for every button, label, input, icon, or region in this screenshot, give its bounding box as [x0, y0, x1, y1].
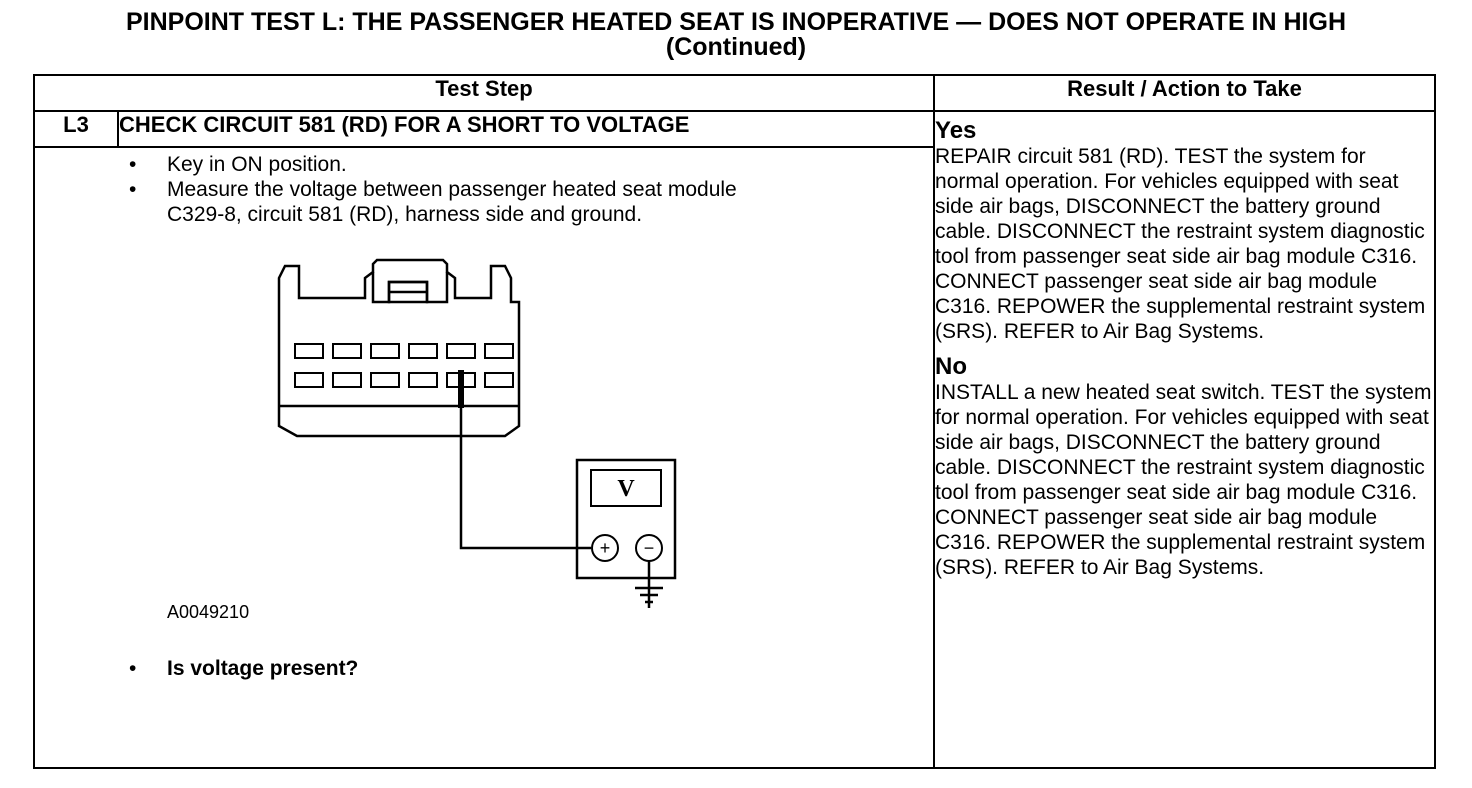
voltmeter-label: V [617, 476, 635, 502]
yes-label: Yes [935, 117, 977, 144]
header-result-action: Result / Action to Take [933, 74, 1437, 112]
question-text: Is voltage present? [167, 657, 359, 680]
no-text: INSTALL a new heated seat switch. TEST t… [935, 381, 1432, 579]
pinpoint-test-table: Test Step Result / Action to Take L3 CHE… [32, 74, 1437, 769]
bullet-text: C329-8, circuit 581 (RD), harness side a… [167, 203, 643, 226]
voltmeter [575, 458, 677, 580]
page-title: PINPOINT TEST L: THE PASSENGER HEATED SE… [0, 10, 1472, 60]
bullet-dot: • [129, 657, 137, 680]
voltmeter-display [590, 469, 662, 507]
result-cell: Yes REPAIR circuit 581 (RD). TEST the sy… [933, 110, 1437, 769]
bullet-text: Measure the voltage between passenger he… [167, 178, 737, 201]
title-line-2: (Continued) [665, 33, 807, 61]
bullet-dot: • [129, 178, 137, 201]
connector-lock-tab [371, 272, 449, 304]
ground-icon [635, 586, 663, 604]
step-id: L3 [33, 110, 119, 148]
no-label: No [935, 353, 968, 380]
bullet-dot: • [129, 153, 137, 176]
header-test-step: Test Step [32, 74, 936, 112]
probe-lead [459, 408, 591, 550]
minus-sign: − [644, 538, 655, 558]
step-body: • Key in ON position. • Measure the volt… [32, 146, 936, 769]
step-title: CHECK CIRCUIT 581 (RD) FOR A SHORT TO VO… [116, 110, 936, 148]
yes-text: REPAIR circuit 581 (RD). TEST the system… [935, 145, 1426, 343]
test-probe [458, 370, 464, 408]
connector-voltmeter-diagram: V + − [277, 258, 677, 608]
figure-id: A0049210 [167, 602, 250, 622]
connector-pin-cavities [294, 343, 514, 388]
title-line-1: PINPOINT TEST L: THE PASSENGER HEATED SE… [125, 8, 1347, 36]
plus-terminal [591, 534, 619, 562]
bullet-text: Key in ON position. [167, 153, 347, 176]
plus-sign: + [600, 538, 611, 558]
